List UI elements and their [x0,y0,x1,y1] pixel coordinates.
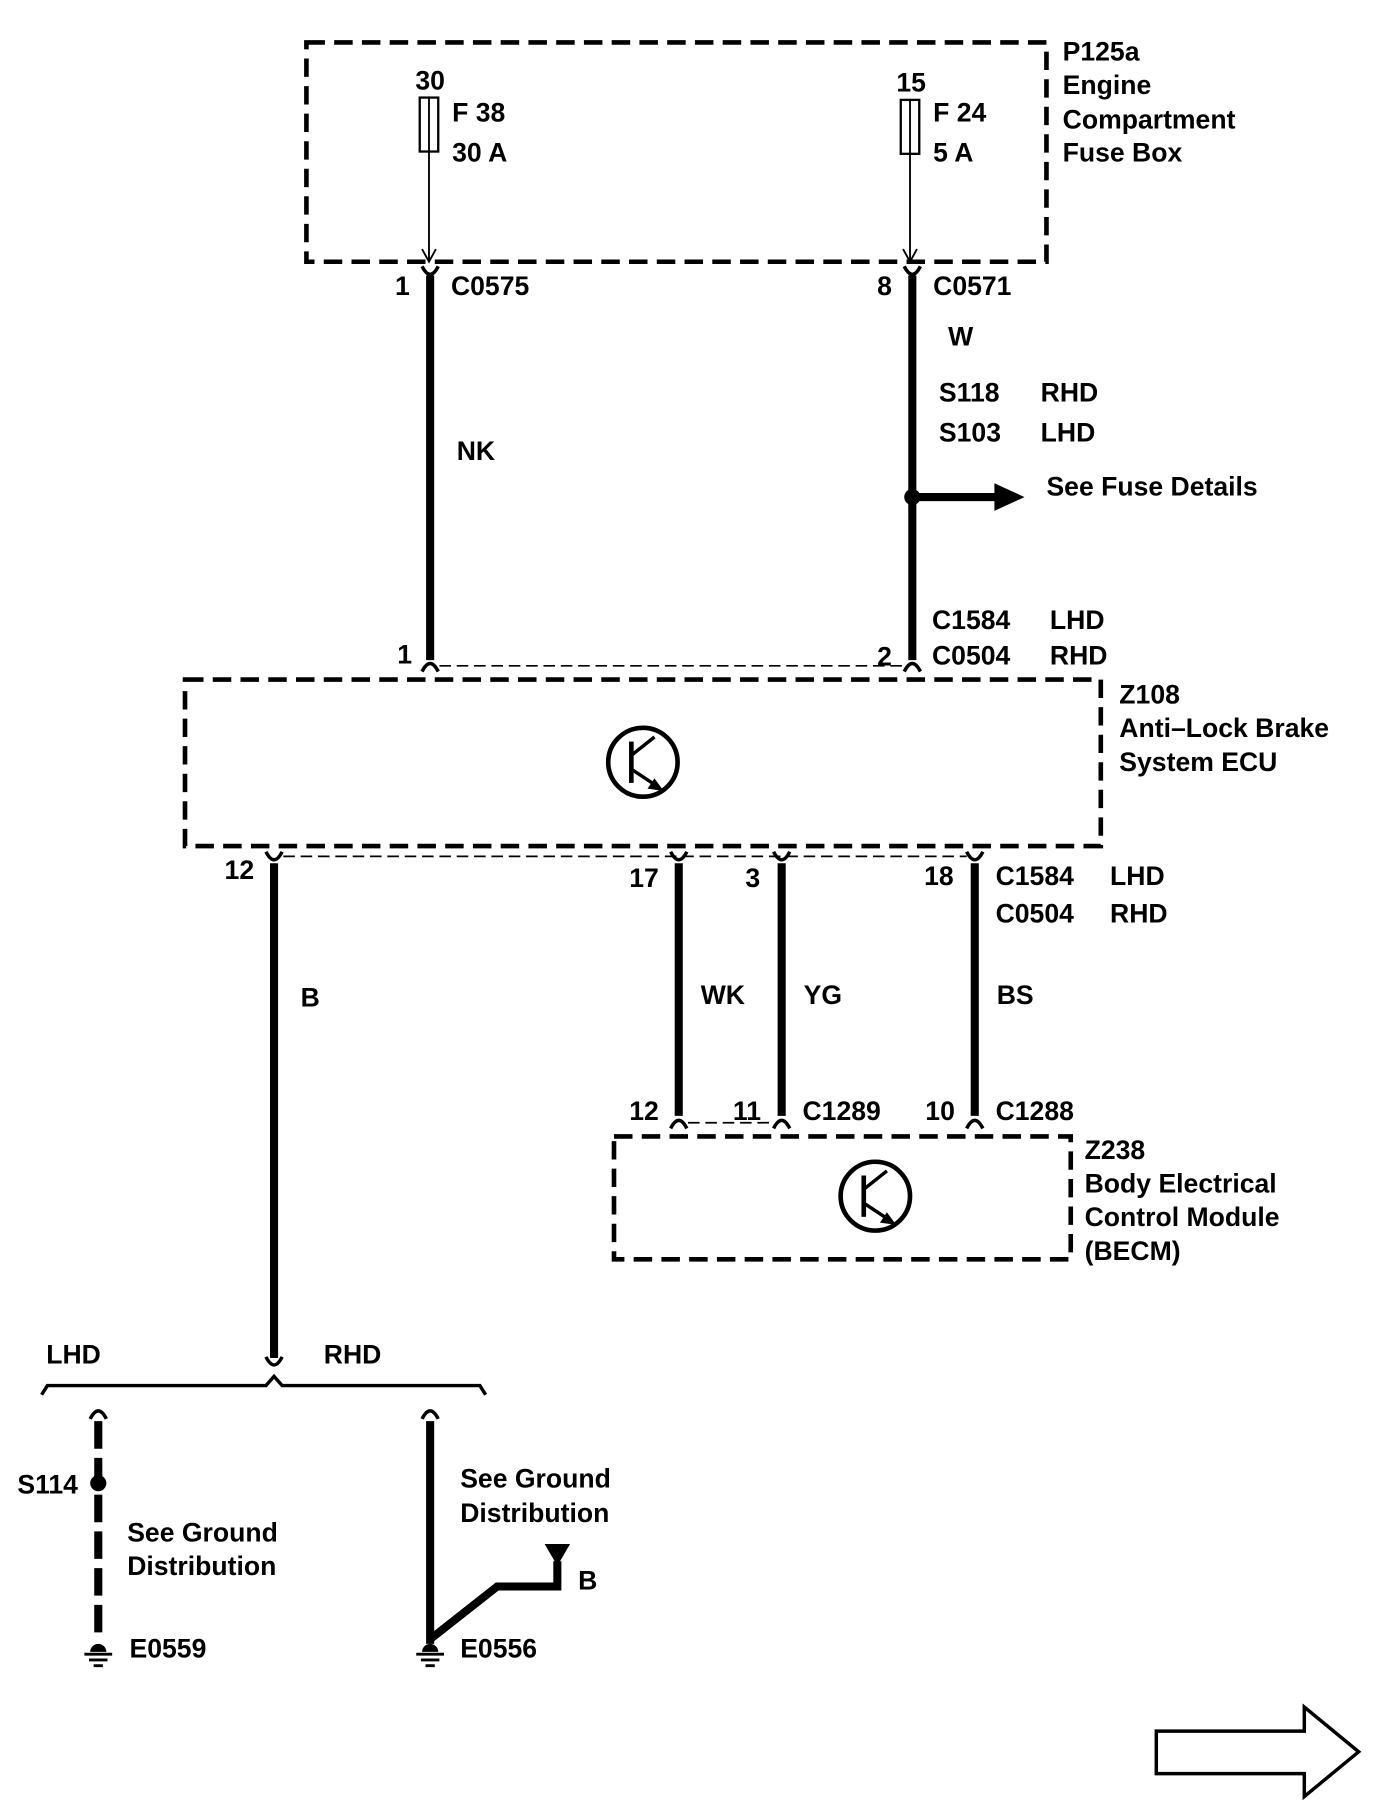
abs-ecu-name-line-1: Anti–Lock Brake [1119,713,1329,743]
abs-out-pin-12-symbol [264,850,284,862]
abs-out-pin-wk: 17 [629,863,659,893]
splice-s114-dot [90,1475,107,1492]
abs-in-pin-1: 1 [397,639,412,669]
abs-out-pin-bs: 18 [924,861,954,891]
abs-in-connector-2-variant: RHD [1050,641,1108,671]
connector-c0571-symbol [902,265,922,277]
becm-pin-10-symbol [965,1118,985,1130]
ground-e0559-icon [84,1643,113,1668]
ground-lhd-note-line-1: See Ground [127,1518,278,1548]
abs-ecu-transistor-collector [630,735,656,757]
splice-s118-id: S118 [939,378,1000,408]
abs-ecu-name-line-2: System ECU [1119,747,1277,777]
ground-e0559-dome [90,1643,107,1652]
connector-c0571-pin: 8 [877,271,892,301]
becm-name-line-3: (BECM) [1085,1236,1181,1266]
abs-in-connector-2-id: C0504 [932,641,1011,671]
ground-rhd-connector-symbol [420,1409,440,1420]
wire-b-end-symbol [264,1356,284,1367]
wire-nk-label: NK [457,436,495,466]
connector-c0575-id: C0575 [451,271,529,301]
becm-id: Z238 [1085,1135,1146,1165]
becm-connector-1-id: C1289 [802,1096,880,1126]
abs-in-connector-1-variant: LHD [1050,605,1105,635]
fuse-box-name-line-3: Fuse Box [1063,138,1183,168]
ground-rhd-note-line-1: See Ground [460,1464,611,1494]
ground-lhd-note-line-2: Distribution [127,1551,276,1581]
abs-out-pin-17-symbol [669,850,689,862]
becm-pin-11-symbol [772,1118,792,1130]
splice-s103-id: S103 [939,418,1001,448]
ground-rhd-branch-arrow-icon [544,1544,571,1566]
abs-in-pin-2-symbol [902,661,922,673]
wire-b-label: B [301,983,320,1013]
fuse-1-rating: 30 A [452,138,507,168]
becm-transistor-circle [838,1159,913,1233]
variant-bracket [40,1373,488,1396]
wire-wk-label: WK [701,980,745,1010]
abs-out-pin-yg: 3 [745,863,760,893]
ground-lhd-connector-symbol [88,1409,108,1420]
fuse-2-supply: 15 [896,68,926,98]
splice-s114-id: S114 [17,1469,78,1499]
wire-w-label: W [948,321,973,351]
abs-out-connector-2-id: C0504 [996,899,1075,929]
wire-yg-label: YG [804,980,842,1010]
ground-e0556-id: E0556 [460,1634,537,1664]
becm-pin-yg: 11 [733,1096,761,1126]
becm-name-line-2: Control Module [1085,1202,1280,1232]
abs-ecu-outline [182,677,1104,849]
connector-c0575-pin: 1 [395,271,410,301]
fuse-1-supply: 30 [415,65,445,95]
next-page-arrow-icon[interactable] [1154,1703,1362,1800]
abs-ecu-transistor-arrow [647,778,664,791]
fuse-2-arrow-icon [902,248,918,264]
abs-ecu-transistor-circle [605,725,680,799]
becm-name-line-1: Body Electrical [1085,1169,1277,1199]
abs-in-connector-1-id: C1584 [932,605,1011,635]
fuse-details-arrow-icon [994,483,1025,511]
ground-rhd-note-line-2: Distribution [460,1498,609,1528]
abs-ecu-transistor-icon [605,725,680,799]
connector-c0575-symbol [420,265,440,277]
fuse-box-outline [304,40,1049,265]
splice-s118-variant: RHD [1041,378,1099,408]
becm-pin-12-symbol [669,1118,689,1130]
fuse-box-id: P125a [1063,37,1140,67]
abs-out-pin-b: 12 [225,855,255,885]
fuse-box-name-line-2: Compartment [1063,104,1236,134]
splice-s103-variant: LHD [1041,418,1096,448]
ground-rhd-branch-wire [427,1561,562,1643]
becm-pin-wk: 12 [629,1096,659,1126]
fuse-2-label: F 24 [933,98,986,128]
ground-lhd-label: LHD [46,1340,101,1370]
fuse-1-arrow-icon [421,248,437,264]
abs-out-connector-2-variant: RHD [1110,899,1168,929]
becm-outline [611,1134,1074,1262]
becm-pin-bs: 10 [925,1096,955,1126]
abs-out-connector-1-id: C1584 [996,861,1075,891]
ground-rhd-label: RHD [324,1340,382,1370]
fuse-box-name-line-1: Engine [1063,70,1152,100]
abs-out-pin-18-symbol [965,850,985,862]
connector-c0571-id: C0571 [933,271,1011,301]
fuse-2-rating: 5 A [933,138,973,168]
abs-ecu-id: Z108 [1119,680,1180,710]
becm-transistor-arrow [879,1212,897,1225]
fuse-1-label: F 38 [452,98,505,128]
ground-e0556-dome [422,1643,439,1652]
ground-rhd-branch-wire-label: B [578,1566,597,1596]
becm-transistor-icon [838,1159,913,1233]
wire-bs-label: BS [997,980,1034,1010]
abs-out-connector-1-variant: LHD [1110,861,1165,891]
ground-e0559-id: E0559 [130,1634,207,1664]
becm-connector-2-id: C1288 [996,1096,1074,1126]
becm-transistor-collector [862,1169,888,1191]
abs-out-pin-3-symbol [772,850,792,862]
abs-in-pin-1-symbol [420,661,440,673]
abs-in-pin-2: 2 [877,642,892,672]
ground-e0556-icon [416,1643,445,1668]
fuse-details-reference: See Fuse Details [1046,472,1257,502]
